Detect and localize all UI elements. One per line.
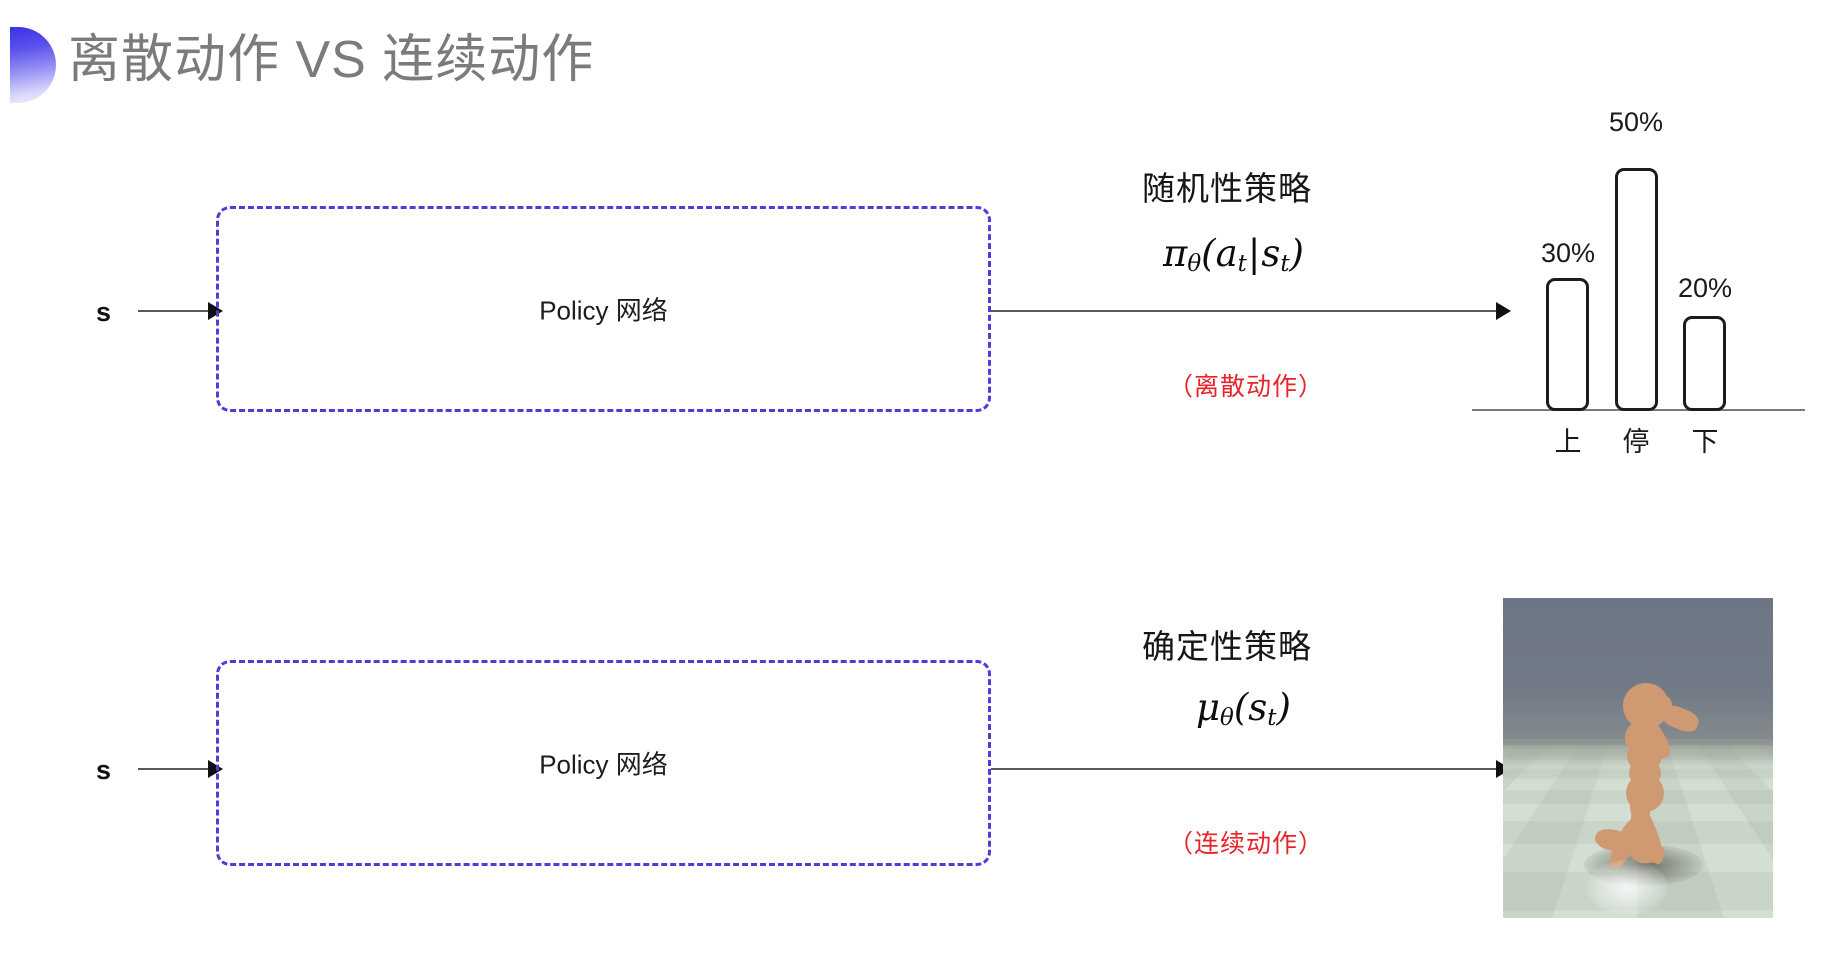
formula-arg-state-2: s (1248, 686, 1268, 729)
chart-value-2: 20% (1677, 273, 1733, 303)
formula-paren-open: ( (1201, 232, 1216, 275)
state-label-continuous: s (96, 755, 112, 785)
output-arrow-head-discrete (1496, 302, 1511, 320)
chart-category-2: 下 (1691, 427, 1719, 457)
policy-formula-continuous: μθ(st) (1196, 686, 1291, 731)
chart-category-0: 上 (1554, 427, 1582, 457)
page-title: 离散动作 VS 连续动作 (68, 31, 595, 89)
floor-specular-highlight (1586, 860, 1668, 915)
input-arrow-head-discrete (208, 302, 223, 320)
formula-subscript-theta-2: θ (1220, 705, 1234, 732)
output-arrow-line-continuous (991, 768, 1499, 770)
formula-paren-open-2: ( (1233, 686, 1249, 729)
policy-network-label-continuous: Policy 网络 (539, 749, 668, 780)
chart-value-0: 30% (1540, 238, 1596, 268)
humanoid-hand (1655, 695, 1672, 714)
output-arrow-line-discrete (991, 310, 1499, 312)
formula-subscript-theta: θ (1187, 251, 1202, 278)
chart-category-1: 停 (1622, 427, 1650, 457)
humanoid-simulation-image (1503, 598, 1773, 918)
formula-paren-close: ) (1289, 232, 1304, 275)
chart-value-1: 50% (1608, 107, 1664, 137)
chart-bar-0 (1546, 278, 1589, 411)
formula-symbol-pi: π (1163, 232, 1188, 275)
probability-bar-chart: 30% 上 50% 停 20% 下 (1470, 107, 1810, 457)
formula-arg-state-subscript: t (1280, 251, 1290, 278)
chart-bar-1 (1615, 168, 1658, 411)
state-label-discrete: s (96, 297, 112, 327)
input-arrow-line-continuous (138, 768, 210, 770)
formula-arg-state-subscript-2: t (1267, 705, 1277, 732)
chart-bar-2 (1683, 316, 1726, 411)
input-arrow-head-continuous (208, 760, 223, 778)
policy-formula-discrete: πθ(at|st) (1163, 232, 1304, 277)
policy-network-label-discrete: Policy 网络 (539, 295, 668, 326)
input-arrow-line-discrete (138, 310, 210, 312)
action-note-discrete: （离散动作） (1168, 373, 1325, 401)
formula-arg-action: a (1215, 232, 1238, 275)
formula-paren-close-2: ) (1276, 686, 1291, 729)
formula-arg-state: s (1261, 232, 1281, 275)
formula-conditional-bar: | (1247, 232, 1261, 275)
formula-arg-action-subscript: t (1237, 251, 1247, 278)
title-accent-shape (10, 27, 56, 103)
action-note-continuous: （连续动作） (1168, 830, 1325, 858)
policy-network-box-discrete[interactable]: Policy 网络 (216, 206, 991, 412)
policy-network-box-continuous[interactable]: Policy 网络 (216, 660, 991, 866)
policy-kind-discrete: 随机性策略 (1142, 170, 1312, 207)
formula-symbol-mu: μ (1196, 686, 1221, 729)
policy-kind-continuous: 确定性策略 (1142, 628, 1312, 665)
